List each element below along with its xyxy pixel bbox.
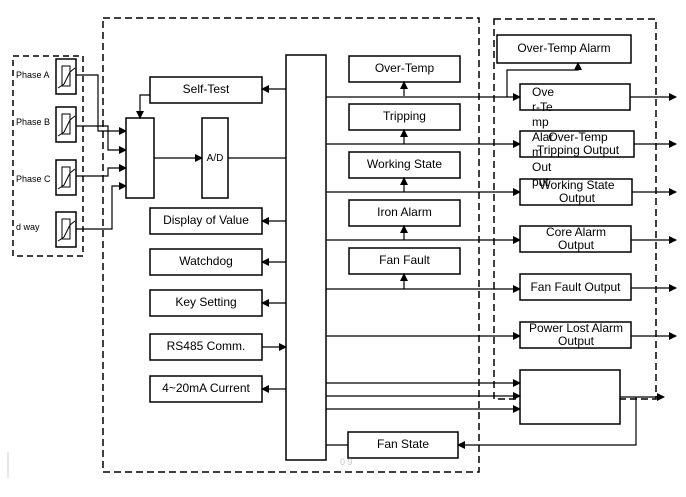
- left-block-arrows: [261, 217, 287, 393]
- over-temp-alarm-output-label: Ove r-Te mp Alar m Out put: [532, 85, 555, 189]
- key-setting-block: [149, 289, 263, 317]
- working-state-label: Working State: [366, 157, 443, 171]
- sensor-phase-a: [55, 58, 77, 95]
- sensor-group-border: [12, 55, 84, 257]
- current-4-20-label: 4~20mA Current: [162, 381, 250, 395]
- self-test-to-mux-arrow: [136, 94, 150, 119]
- over-temp-tripping-output-label: Over-Temp Tripping Output: [536, 130, 620, 157]
- sensor-d-way: [55, 211, 77, 248]
- watchdog-label: Watchdog: [179, 254, 233, 268]
- over-temp-alarm-label: Over-Temp Alarm: [517, 41, 611, 55]
- over-temp-alarm-output-block: [519, 83, 631, 111]
- display-of-value-block: [149, 207, 263, 235]
- core-alarm-output-label: Core Alarm Output: [545, 225, 607, 252]
- cpu-output-wires: [326, 93, 521, 413]
- fan-state-feedback: [457, 397, 637, 449]
- main-unit-border: [102, 17, 480, 473]
- tripping-block: [348, 103, 461, 131]
- core-alarm-output-block: [519, 225, 632, 253]
- fan-control-block: [519, 369, 621, 425]
- self-test-label: Self-Test: [182, 82, 230, 96]
- rs485-block: [149, 333, 263, 361]
- iron-alarm-label: Iron Alarm: [377, 205, 432, 219]
- over-temp-alarm-block: [496, 34, 632, 64]
- d-way-label: d way: [16, 222, 40, 232]
- over-temp-block: [348, 55, 461, 83]
- over-temp-alarm-feed: [506, 62, 582, 97]
- output-terminal-arrows: [620, 93, 677, 401]
- sensor-phase-c: [55, 159, 77, 196]
- fan-state-label: Fan State: [376, 437, 430, 451]
- over-temp-label: Over-Temp: [374, 61, 435, 75]
- key-setting-label: Key Setting: [175, 295, 237, 309]
- sensor-phase-b: [55, 106, 77, 143]
- self-test-block: [149, 76, 263, 104]
- watchdog-block: [149, 248, 263, 276]
- rs485-label: RS485 Comm.: [166, 339, 246, 353]
- fan-fault-block: [348, 247, 461, 275]
- phase-a-label: Phase A: [16, 70, 50, 80]
- display-of-value-label: Display of Value: [163, 213, 249, 227]
- phase-b-label: Phase B: [16, 117, 51, 127]
- faint-mark: 0 9: [340, 457, 353, 467]
- fan-state-block: [347, 431, 459, 459]
- fan-fault-output-label: Fan Fault Output: [530, 280, 621, 294]
- phase-c-label: Phase C: [16, 174, 51, 184]
- cpu-bus-block: [285, 54, 327, 461]
- tripping-label: Tripping: [383, 109, 426, 123]
- multiplexer-block: [125, 117, 155, 199]
- sensor-wire-arrows: [119, 127, 127, 190]
- ad-label: A/D: [206, 153, 224, 164]
- over-temp-tripping-output-block: [519, 130, 635, 158]
- current-4-20-block: [149, 375, 263, 403]
- power-lost-alarm-output-label: Power Lost Alarm Output: [528, 321, 624, 348]
- working-state-block: [348, 151, 461, 179]
- fan-fault-label: Fan Fault: [379, 253, 430, 267]
- working-state-output-label: Working State Output: [539, 178, 615, 205]
